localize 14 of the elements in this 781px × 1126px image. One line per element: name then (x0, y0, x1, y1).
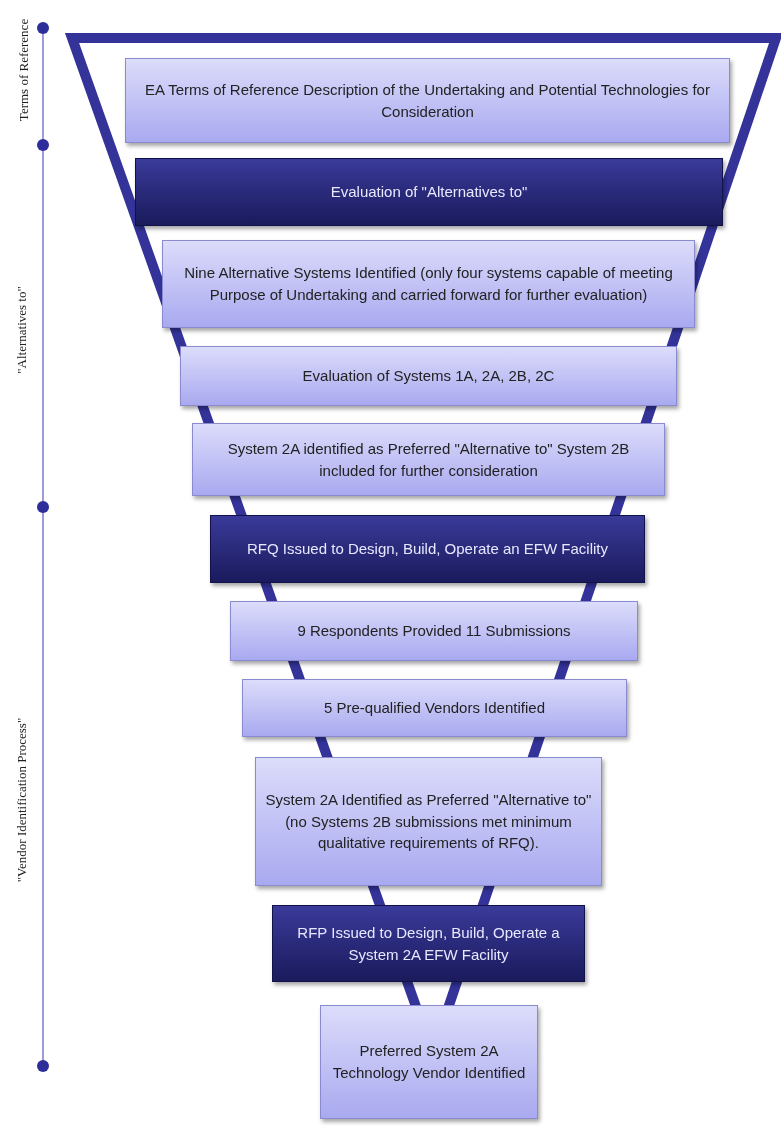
step-box: 9 Respondents Provided 11 Submissions (230, 601, 638, 661)
step-box: System 2A identified as Preferred "Alternative to" System 2B included for further consideration (192, 423, 665, 496)
step-box: EA Terms of Reference Description of the Undertaking and Potential Technologies for Consideration (125, 58, 730, 143)
step-box: System 2A Identified as Preferred "Alternative to" (no Systems 2B submissions met minimum qualitative requirements of RFQ). (255, 757, 602, 886)
step-box: Evaluation of Systems 1A, 2A, 2B, 2C (180, 346, 677, 406)
step-box: Nine Alternative Systems Identified (only four systems capable of meeting Purpose of Undertaking and carried forward for further evaluation) (162, 240, 695, 328)
phase-label: "Vendor Identification Process" (14, 717, 30, 883)
step-box: 5 Pre-qualified Vendors Identified (242, 679, 627, 737)
dark-step-box: Evaluation of "Alternatives to" (135, 158, 723, 226)
phase-label: Terms of Reference (16, 18, 32, 122)
phase-label: "Alternatives to" (14, 286, 30, 374)
dark-step-box: RFP Issued to Design, Build, Operate a System 2A EFW Facility (272, 905, 585, 982)
step-box: Preferred System 2A Technology Vendor Identified (320, 1005, 538, 1119)
dark-step-box: RFQ Issued to Design, Build, Operate an EFW Facility (210, 515, 645, 583)
